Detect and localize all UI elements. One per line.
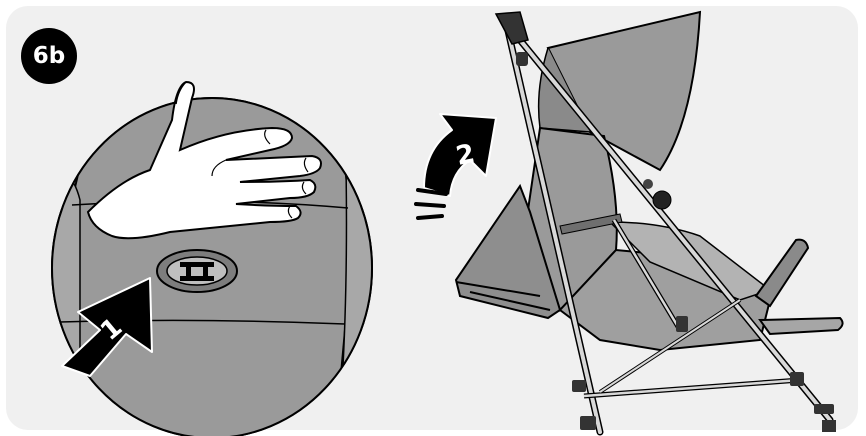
motion-line <box>416 188 448 196</box>
bumper-bar <box>754 238 810 308</box>
canopy <box>546 10 702 172</box>
stroller-illustration <box>454 10 844 436</box>
recline-button-icon <box>156 249 238 293</box>
arrow-2-label: 2 <box>453 139 477 172</box>
step-badge: 6b <box>21 28 77 84</box>
motion-line <box>414 202 446 208</box>
step-badge-label: 6b <box>32 43 66 69</box>
recline-arrow-icon: 2 <box>414 113 497 220</box>
hand-icon <box>86 80 322 240</box>
motion-line <box>416 214 444 220</box>
push-arrow-icon: 1 <box>61 277 153 377</box>
